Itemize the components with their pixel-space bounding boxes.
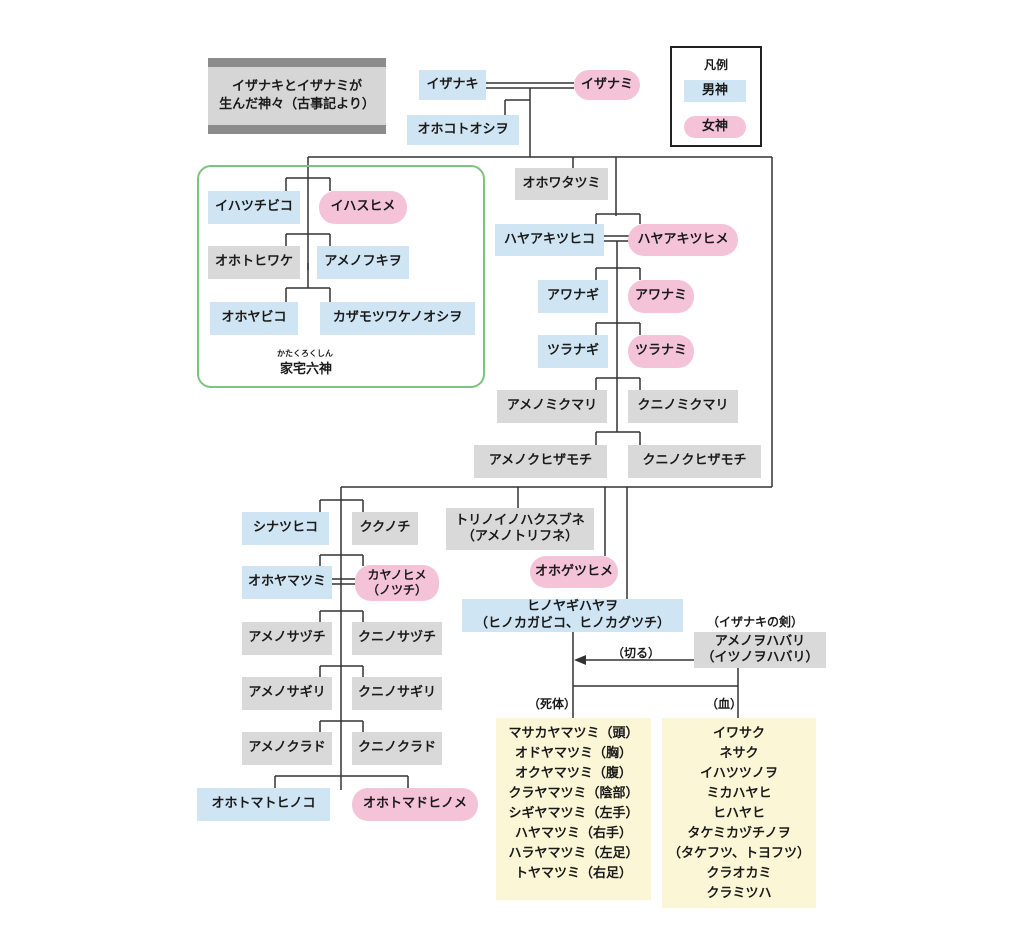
god-kuninosazuchi: クニノサヅチ: [352, 622, 442, 655]
house-six-gods-ruby: かたくろくしん: [277, 349, 333, 358]
god-ohoyamatsumi: オホヤマツミ: [242, 566, 332, 599]
god-amenosagiri: アメノサギリ: [242, 677, 332, 710]
list-item: ハヤマツミ（右手）: [514, 826, 632, 841]
torino-line2: （アメノトリフネ）: [461, 529, 579, 544]
god-owatatsumi: オホワタツミ: [515, 168, 608, 200]
god-kuninokuhizamochi: クニノクヒザモチ: [628, 445, 761, 478]
god-ohogetsuhime: オホゲツヒメ: [530, 556, 618, 588]
god-awanagi: アワナギ: [538, 280, 608, 313]
list-item: マサカヤマツミ（頭）: [508, 726, 639, 741]
god-amenokuhizamochi: アメノクヒザモチ: [474, 445, 607, 478]
god-kuninosagiri: クニノサギリ: [352, 677, 442, 710]
list-item: クラミツハ: [706, 886, 772, 901]
sword-label: （イザナキの剣）: [707, 615, 804, 629]
god-izanaki: イザナキ: [419, 70, 486, 100]
legend-female: 女神: [684, 116, 746, 138]
god-ohoyabiko: オホヤビコ: [210, 302, 298, 335]
corpse-label: （死体）: [528, 697, 577, 711]
god-amenomikumari: アメノミクマリ: [497, 390, 607, 423]
god-kuninomikumari: クニノミクマリ: [628, 390, 738, 423]
list-item: クラオカミ: [706, 866, 772, 881]
sword-line2: （イツノヲハバリ）: [701, 650, 819, 665]
house-six-gods-name: 家宅六神: [280, 362, 333, 377]
list-item: （タケフツ、トヨフツ）: [668, 846, 810, 861]
corpse-gods-list: マサカヤマツミ（頭） オドヤマツミ（胸） オクヤマツミ（腹） クラヤマツミ（陰部…: [496, 718, 651, 900]
hinoyagi-line2: （ヒノカガビコ、ヒノカグツチ）: [474, 615, 670, 631]
cut-label: （切る）: [612, 646, 661, 660]
list-item: トヤマツミ（右足）: [514, 866, 632, 881]
kayanohime-line1: カヤノヒメ: [367, 568, 427, 582]
god-kukunochi: ククノチ: [352, 512, 418, 545]
blood-label: （血）: [706, 697, 743, 711]
title-line2: 生んだ神々（古事記より）: [219, 97, 375, 112]
title-line1: イザナキとイザナミが: [231, 78, 362, 94]
list-item: オクヤマツミ（腹）: [515, 766, 632, 781]
list-item: ハラヤマツミ（左足）: [508, 846, 639, 861]
list-item: ヒハヤヒ: [712, 806, 765, 821]
god-ohotomatohinoko: オホトマトヒノコ: [197, 788, 330, 821]
god-amenokurado: アメノクラド: [242, 732, 332, 765]
legend: 凡例 男神 女神: [670, 46, 762, 147]
god-ihasuhime: イハスヒメ: [319, 191, 407, 224]
god-ohotohiwake: オホトヒワケ: [208, 246, 300, 279]
diagram-title: イザナキとイザナミが 生んだ神々（古事記より）: [208, 58, 386, 134]
cut-arrow-head: [574, 655, 586, 665]
list-item: ネサク: [719, 746, 759, 761]
legend-title: 凡例: [703, 58, 728, 72]
god-hinoyagihayao: ヒノヤギハヤヲ （ヒノカガビコ、ヒノカグツチ）: [462, 599, 683, 632]
god-hayaakitsuhiko: ハヤアキツヒコ: [495, 224, 604, 256]
god-amenosazuchi: アメノサヅチ: [242, 622, 332, 655]
god-amenoohabari: アメノヲハバリ （イツノヲハバリ）: [694, 632, 826, 668]
list-item: クラヤマツミ（陰部）: [508, 786, 639, 801]
god-izanami: イザナミ: [574, 70, 640, 100]
god-awanami: アワナミ: [628, 280, 694, 313]
god-okotooshio: オホコトオシヲ: [407, 115, 519, 145]
kayanohime-line2: （ノツチ）: [366, 583, 427, 597]
house-six-gods-group: [197, 165, 485, 388]
list-item: イハツツノヲ: [700, 766, 778, 781]
list-item: ミカハヤヒ: [706, 786, 772, 801]
list-item: タケミカヅチノヲ: [687, 826, 791, 841]
god-tsuranagi: ツラナギ: [538, 335, 608, 368]
god-amenofukio: アメノフキヲ: [317, 246, 409, 279]
torino-line1: トリノイノハクスブネ: [455, 512, 585, 528]
god-ohotomadohinome: オホトマドヒノメ: [352, 788, 478, 821]
list-item: オドヤマツミ（胸）: [514, 746, 632, 761]
list-item: イワサク: [712, 726, 765, 741]
god-shinatsuhiko: シナツヒコ: [242, 512, 329, 545]
god-torinoiwakusubune: トリノイノハクスブネ （アメノトリフネ）: [446, 508, 594, 550]
god-ihatsuchibiko: イハツチビコ: [208, 191, 300, 224]
hinoyagi-line1: ヒノヤギハヤヲ: [526, 599, 618, 615]
blood-gods-list: イワサク ネサク イハツツノヲ ミカハヤヒ ヒハヤヒ タケミカヅチノヲ （タケフ…: [662, 718, 816, 908]
god-kazamotsuwakenooshio: カザモツワケノオシヲ: [320, 302, 475, 335]
sword-line1: アメノヲハバリ: [714, 633, 806, 649]
god-hayaakitsuhime: ハヤアキツヒメ: [628, 224, 738, 256]
god-tsuranami: ツラナミ: [628, 335, 694, 368]
god-kayanohime: カヤノヒメ （ノツチ）: [355, 565, 439, 601]
list-item: シギヤマツミ（左手）: [508, 806, 639, 821]
legend-male: 男神: [684, 80, 746, 102]
god-kuninokurado: クニノクラド: [352, 732, 442, 765]
